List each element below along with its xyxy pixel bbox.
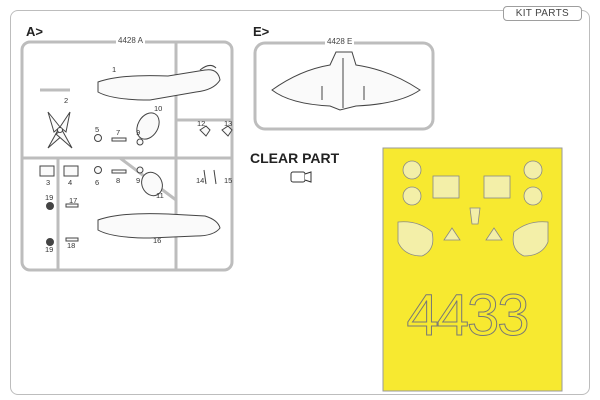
part-number: 10 <box>154 104 163 113</box>
canopy-wing-part <box>271 51 421 111</box>
part-number: 14 <box>196 176 205 185</box>
part-number: 4 <box>68 178 73 187</box>
propeller-part-2 <box>47 111 73 149</box>
part-number: 15 <box>224 176 233 185</box>
sprue-a-code: 4428 A <box>116 36 145 45</box>
part-number: 9 <box>136 128 141 137</box>
part-number: 11 <box>156 191 164 200</box>
sprue-a-letter: A> <box>26 24 43 39</box>
part-number: 17 <box>69 196 78 205</box>
clear-part-title: CLEAR PART <box>250 150 340 166</box>
part-number: 3 <box>46 178 51 187</box>
sprue-e-code: 4428 E <box>325 37 355 46</box>
small-parts <box>39 112 233 246</box>
part-number: 7 <box>116 128 121 137</box>
part-number: 8 <box>116 176 121 185</box>
fuselage-part-16 <box>97 213 221 239</box>
part-number: 5 <box>95 125 100 134</box>
sprue-e-letter: E> <box>253 24 270 39</box>
part-number: 9 <box>136 176 141 185</box>
part-number: 6 <box>95 178 100 187</box>
part-number: 1 <box>112 65 117 74</box>
fuselage-part-1 <box>97 64 221 101</box>
mask-sheet-number: 4433 <box>406 283 530 349</box>
part-number: 18 <box>67 241 76 250</box>
part-number: 13 <box>224 119 233 128</box>
part-number: 16 <box>153 236 162 245</box>
part-number: 19 <box>45 193 54 202</box>
mask-sheet <box>382 147 563 392</box>
part-number: 2 <box>64 96 69 105</box>
page-border <box>10 10 590 395</box>
part-number: 19 <box>45 245 54 254</box>
kit-parts-tab: KIT PARTS <box>502 6 582 21</box>
clear-part-icon <box>290 171 312 183</box>
part-number: 12 <box>197 119 206 128</box>
